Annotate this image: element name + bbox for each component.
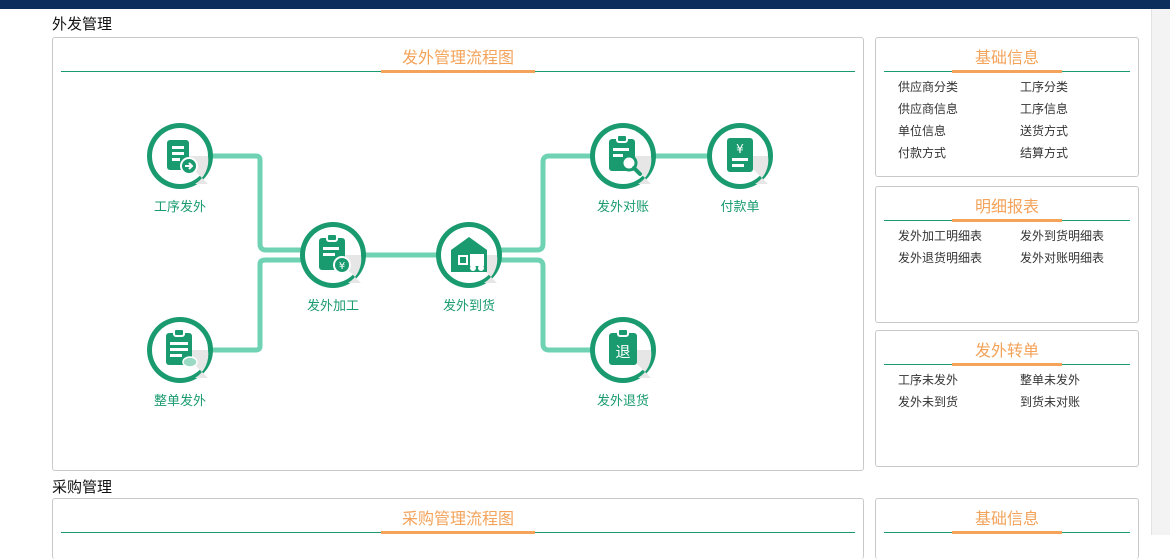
- transfer-links: 工序未发外 整单未发外 发外未到货 到货未对账: [898, 371, 1128, 412]
- flow-chart-title: 发外管理流程图: [401, 48, 514, 67]
- basic-info-title: 基础信息: [974, 48, 1039, 67]
- flow-node-outsource-arrival[interactable]: 发外到货: [434, 220, 504, 314]
- link-process-not-outsourced[interactable]: 工序未发外: [898, 373, 959, 387]
- flow-panel-outsourcing: 发外管理流程图 工序发外: [52, 37, 864, 471]
- link-not-arrived[interactable]: 发外未到货: [898, 395, 959, 409]
- node-label: 发外对账: [596, 200, 649, 215]
- svg-text:退: 退: [615, 343, 630, 361]
- link-settlement-method[interactable]: 结算方式: [1020, 146, 1069, 160]
- node-label: 工序发外: [153, 200, 206, 215]
- flow-node-payment[interactable]: ¥ 付款单: [705, 121, 775, 215]
- header-accent: [952, 219, 1062, 222]
- flow-node-outsource-reconcile[interactable]: 发外对账: [588, 121, 658, 215]
- detail-report-title: 明细报表: [974, 197, 1039, 216]
- basic-info-panel: 基础信息 供应商分类 工序分类 供应商信息 工序信息 单位信息 送货方式 付款方…: [875, 37, 1139, 177]
- flow-connectors: [207, 153, 711, 353]
- node-label: 发外退货: [596, 394, 649, 409]
- flow-panel-header: 发外管理流程图: [53, 38, 863, 73]
- transfer-title: 发外转单: [974, 341, 1039, 360]
- flow-node-order-outsource[interactable]: 整单发外: [145, 315, 215, 409]
- vertical-scrollbar[interactable]: [1151, 9, 1170, 535]
- link-delivery-method[interactable]: 送货方式: [1020, 124, 1069, 138]
- warehouse-truck-icon[interactable]: [434, 220, 504, 290]
- node-label: 发外到货: [442, 299, 495, 314]
- link-arrived-not-reconciled[interactable]: 到货未对账: [1020, 395, 1081, 409]
- link-arrival-detail[interactable]: 发外到货明细表: [1020, 229, 1105, 243]
- section-title-outsourcing: 外发管理: [52, 15, 113, 33]
- purchase-basic-info-panel: 基础信息: [875, 498, 1139, 559]
- flow-panel-purchase: 采购管理流程图: [52, 498, 864, 559]
- header-accent: [381, 70, 535, 73]
- link-process-category[interactable]: 工序分类: [1020, 80, 1069, 94]
- link-process-info[interactable]: 工序信息: [1020, 102, 1069, 116]
- link-unit-info[interactable]: 单位信息: [898, 124, 947, 138]
- header-accent: [381, 531, 535, 534]
- document-arrow-icon[interactable]: [145, 121, 215, 191]
- link-reconcile-detail[interactable]: 发外对账明细表: [1020, 251, 1105, 265]
- flow-node-outsource-return[interactable]: 退 发外退货: [588, 315, 658, 409]
- clipboard-yen-icon[interactable]: ¥: [298, 220, 368, 290]
- top-bar: [0, 0, 1170, 9]
- header-accent: [952, 531, 1062, 534]
- node-label: 发外加工: [306, 299, 359, 314]
- link-payment-method[interactable]: 付款方式: [898, 146, 947, 160]
- node-label: 付款单: [720, 200, 760, 215]
- header-accent: [952, 70, 1062, 73]
- connector-arrival-to-reconcile: [498, 153, 594, 253]
- link-supplier-info[interactable]: 供应商信息: [898, 102, 959, 116]
- transfer-panel: 发外转单 工序未发外 整单未发外 发外未到货 到货未对账: [875, 330, 1139, 467]
- section-title-purchase: 采购管理: [52, 478, 113, 496]
- yen-receipt-icon[interactable]: ¥: [705, 121, 775, 191]
- link-return-detail[interactable]: 发外退货明细表: [898, 251, 983, 265]
- svg-text:¥: ¥: [736, 142, 744, 156]
- clipboard-return-icon[interactable]: 退: [588, 315, 658, 385]
- link-processing-detail[interactable]: 发外加工明细表: [898, 229, 983, 243]
- detail-report-panel: 明细报表 发外加工明细表 发外到货明细表 发外退货明细表 发外对账明细表: [875, 186, 1139, 323]
- purchase-basic-info-title: 基础信息: [974, 509, 1039, 528]
- header-accent: [952, 363, 1062, 366]
- node-label: 整单发外: [153, 394, 206, 409]
- connector-order-to-processing: [207, 257, 304, 353]
- clipboard-search-icon[interactable]: [588, 121, 658, 191]
- purchase-flow-title: 采购管理流程图: [401, 509, 514, 528]
- flow-node-outsource-processing[interactable]: ¥ 发外加工: [298, 220, 368, 314]
- basic-info-links: 供应商分类 工序分类 供应商信息 工序信息 单位信息 送货方式 付款方式 结算方…: [898, 78, 1128, 163]
- link-order-not-outsourced[interactable]: 整单未发外: [1020, 373, 1081, 387]
- link-supplier-category[interactable]: 供应商分类: [898, 80, 959, 94]
- detail-report-links: 发外加工明细表 发外到货明细表 发外退货明细表 发外对账明细表: [898, 227, 1128, 268]
- connector-arrival-to-return: [498, 257, 594, 353]
- clipboard-coin-icon[interactable]: [145, 315, 215, 385]
- flow-node-process-outsource[interactable]: 工序发外: [145, 121, 215, 215]
- connector-process-to-processing: [207, 153, 304, 253]
- svg-text:¥: ¥: [339, 261, 345, 272]
